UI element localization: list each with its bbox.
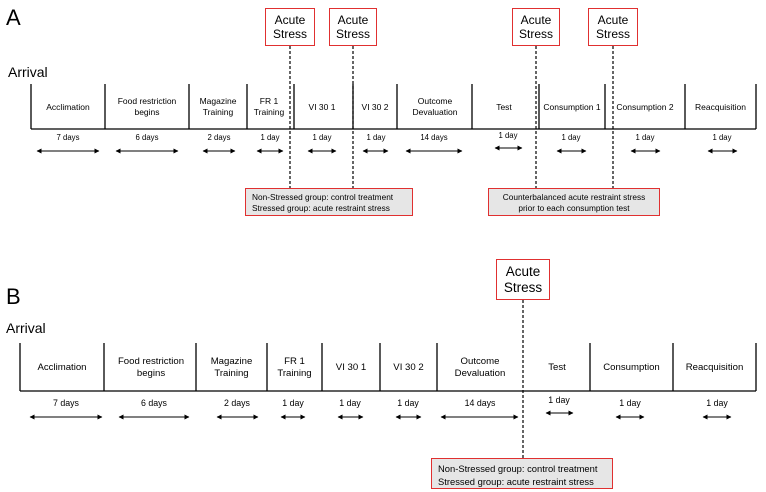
duration-a-consumption-2: 1 day <box>635 133 655 142</box>
duration-a-magazine-training: 2 days <box>207 133 231 142</box>
duration-b-fr1-training: 1 day <box>282 398 304 408</box>
timeline-a-ticks <box>30 84 757 129</box>
duration-b-outcome-devaluation: 14 days <box>464 398 496 408</box>
timeline-b-arrows <box>29 410 732 420</box>
acute-stress-box-a2: Acute Stress <box>329 8 377 46</box>
treatment-note-a-line1: Non-Stressed group: control treatment <box>252 192 394 202</box>
arrival-label-a: Arrival <box>8 64 48 80</box>
acute-stress-box-b: Acute Stress <box>496 259 550 300</box>
treatment-note-b-line1: Non-Stressed group: control treatment <box>438 463 598 474</box>
counterbalance-note-a: Counterbalanced acute restraint stress p… <box>488 188 660 216</box>
duration-a-test: 1 day <box>498 131 518 140</box>
duration-a-consumption-1: 1 day <box>561 133 581 142</box>
phase-b-food-restriction: Food restriction begins <box>117 356 185 379</box>
duration-a-vi30-2: 1 day <box>366 133 386 142</box>
phase-a-magazine-training: Magazine Training <box>199 96 237 117</box>
phase-b-acclimation: Acclimation <box>37 362 87 373</box>
duration-a-vi30-1: 1 day <box>312 133 332 142</box>
duration-b-reacquisition: 1 day <box>706 398 728 408</box>
duration-a-reacquisition: 1 day <box>712 133 732 142</box>
duration-b-vi30-1: 1 day <box>339 398 361 408</box>
phase-a-vi30-2: VI 30 2 <box>361 101 389 112</box>
counterbalance-note-a-line1: Counterbalanced acute restraint stress <box>502 192 646 202</box>
phase-a-outcome-devaluation: Outcome Devaluation <box>412 96 458 117</box>
phase-b-consumption: Consumption <box>603 362 660 373</box>
phase-a-consumption-1: Consumption 1 <box>543 101 601 112</box>
duration-a-food-restriction: 6 days <box>135 133 159 142</box>
duration-b-consumption: 1 day <box>619 398 641 408</box>
stress-lines-a <box>289 46 614 188</box>
acute-stress-box-a3: Acute Stress <box>512 8 560 46</box>
duration-b-vi30-2: 1 day <box>397 398 419 408</box>
treatment-note-a: Non-Stressed group: control treatment St… <box>245 188 413 216</box>
phase-a-acclimation: Acclimation <box>46 101 90 112</box>
phase-a-test: Test <box>496 101 512 112</box>
phase-b-magazine-training: Magazine Training <box>210 356 253 379</box>
acute-stress-box-a4: Acute Stress <box>588 8 638 46</box>
acute-stress-box-a1: Acute Stress <box>265 8 315 46</box>
phase-a-vi30-1: VI 30 1 <box>308 101 336 112</box>
panel-a-letter: A <box>6 5 21 30</box>
duration-b-food-restriction: 6 days <box>141 398 167 408</box>
timeline-a-arrows <box>36 145 738 154</box>
phase-b-test: Test <box>548 362 566 373</box>
timeline-b-ticks <box>19 343 757 391</box>
duration-b-acclimation: 7 days <box>53 398 79 408</box>
arrival-label-b: Arrival <box>6 320 46 336</box>
duration-b-magazine-training: 2 days <box>224 398 250 408</box>
phase-b-reacquisition: Reacquisition <box>685 362 744 373</box>
panel-b-letter: B <box>6 284 21 309</box>
phase-a-reacquisition: Reacquisition <box>694 101 747 112</box>
duration-a-acclimation: 7 days <box>56 133 80 142</box>
phase-b-outcome-devaluation: Outcome Devaluation <box>454 356 506 379</box>
phase-a-fr1-training: FR 1 Training <box>253 96 285 117</box>
treatment-note-a-line2: Stressed group: acute restraint stress <box>252 203 390 213</box>
counterbalance-note-a-line2: prior to each consumption test <box>518 203 630 213</box>
duration-a-outcome-devaluation: 14 days <box>420 133 448 142</box>
phase-b-fr1-training: FR 1 Training <box>277 356 312 379</box>
phase-b-vi30-2: VI 30 2 <box>393 362 424 373</box>
phase-a-consumption-2: Consumption 2 <box>616 101 674 112</box>
treatment-note-b-line2: Stressed group: acute restraint stress <box>438 476 594 487</box>
duration-b-test: 1 day <box>548 395 570 405</box>
phase-a-food-restriction: Food restriction begins <box>117 96 177 117</box>
duration-a-fr1-training: 1 day <box>260 133 280 142</box>
phase-b-vi30-1: VI 30 1 <box>335 362 367 373</box>
treatment-note-b: Non-Stressed group: control treatment St… <box>431 458 613 489</box>
